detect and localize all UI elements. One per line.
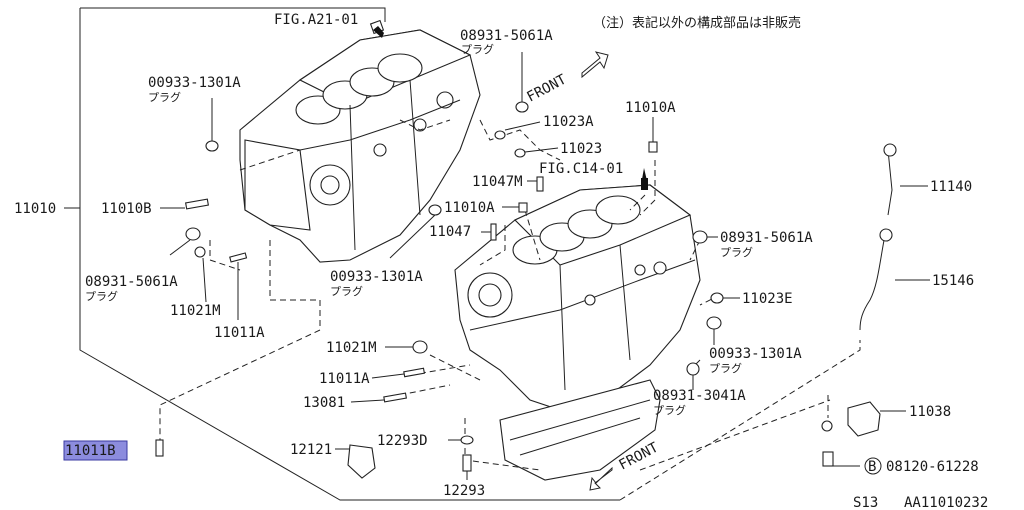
part-11023A: 11023A [543,114,594,130]
part-08931-5061A-top: 08931-5061A [460,28,553,44]
oil-pan [499,379,661,481]
part-11023: 11023 [560,141,602,157]
assembly-frame [80,7,386,22]
engine-block-right [454,184,701,411]
plug-jp-mid: プラグ [330,284,363,298]
plug-jp-00933-right: プラグ [709,361,742,375]
part-11011A-mid: 11011A [319,371,370,387]
part-11010A-mid: 11010A [444,200,495,216]
part-11011B: 11011B [65,443,116,459]
part-11140: 11140 [930,179,972,195]
fig-a21-arrow-icon [373,26,384,38]
part-11047M: 11047M [472,174,523,190]
part-11021M-left: 11021M [170,303,221,319]
part-08931-3041A: 08931-3041A [653,388,746,404]
part-00933-1301A-mid: 00933-1301A [330,269,423,285]
part-12293: 12293 [443,483,485,499]
part-00933-1301A-top: 00933-1301A [148,75,241,91]
front-label-top: FRONT [524,71,569,105]
fig-c14-label: FIG.C14-01 [539,161,623,177]
front-arrow-bottom-icon [589,466,613,491]
part-11038: 11038 [909,404,951,420]
plug-jp-top: プラグ [461,42,494,56]
plug-jp-00933-top: プラグ [148,90,181,104]
engine-block-left [239,19,481,263]
highlight-11011B [63,440,128,461]
part-11010A-top: 11010A [625,100,676,116]
fig-c14-arrow-stem [641,178,648,190]
part-13081: 13081 [303,395,345,411]
part-11023E: 11023E [742,291,793,307]
part-12293D: 12293D [377,433,428,449]
part-11010: 11010 [14,201,56,217]
part-12121: 12121 [290,442,332,458]
direction-arrows [373,26,648,491]
part-15146: 15146 [932,273,974,289]
footer-s13: S13 [853,495,878,510]
part-11021M-mid: 11021M [326,340,377,356]
footer-code: AA11010232 [904,495,988,510]
front-arrow-top-icon [581,51,609,79]
plug-jp-3041: プラグ [653,403,686,417]
small-parts [155,52,930,480]
part-08931-5061A-left: 08931-5061A [85,274,178,290]
bolt-marker-icon [864,457,882,475]
plug-jp-left: プラグ [85,289,118,303]
part-08120-61228: 08120-61228 [886,459,979,475]
note-text: （注）表記以外の構成部品は非販売 [593,15,801,31]
part-11047: 11047 [429,224,471,240]
fig-a21-label: FIG.A21-01 [274,12,358,28]
bolt-marker: B [868,459,876,475]
part-00933-1301A-right: 00933-1301A [709,346,802,362]
plug-jp-right: プラグ [720,245,753,259]
part-11011A-left: 11011A [214,325,265,341]
part-08931-5061A-right: 08931-5061A [720,230,813,246]
part-11010B: 11010B [101,201,152,217]
